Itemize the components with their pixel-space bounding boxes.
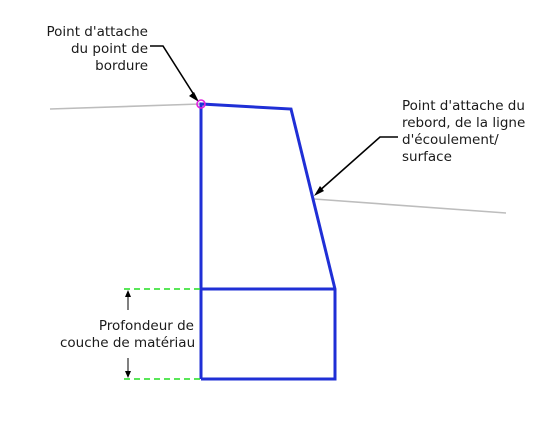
border-attach-arrowhead [189, 92, 199, 102]
border-attach-label-line-2: du point de [70, 41, 148, 57]
material-depth-label-line-2: couche de matériau [60, 335, 196, 351]
lip-attach-label: Point d'attache du rebord, de la ligne d… [402, 98, 525, 166]
depth-arrow-lower-head [125, 371, 131, 378]
border-attach-label: Point d'attache du point de bordure [8, 24, 148, 75]
border-attach-marker [196, 99, 206, 109]
lip-attach-label-line-4: surface [402, 149, 452, 165]
border-attach-leader [150, 45, 197, 99]
surface-line-left [49, 103, 201, 110]
border-attach-label-line-3: bordure [95, 58, 148, 74]
surface-line-right [313, 198, 507, 214]
lip-attach-arrowhead [314, 186, 324, 196]
depth-arrow-upper-head [125, 290, 131, 297]
curb-outline [199, 102, 337, 381]
material-depth-label: Profondeur de couche de matériau [60, 318, 196, 352]
lip-attach-label-line-1: Point d'attache du [402, 98, 525, 114]
material-depth-label-line-1: Profondeur de [98, 318, 194, 334]
lip-attach-label-line-3: d'écoulement/ [402, 132, 499, 148]
lip-attach-leader [317, 136, 398, 193]
border-attach-label-line-1: Point d'attache [46, 24, 148, 40]
lip-attach-label-line-2: rebord, de la ligne [402, 115, 526, 131]
